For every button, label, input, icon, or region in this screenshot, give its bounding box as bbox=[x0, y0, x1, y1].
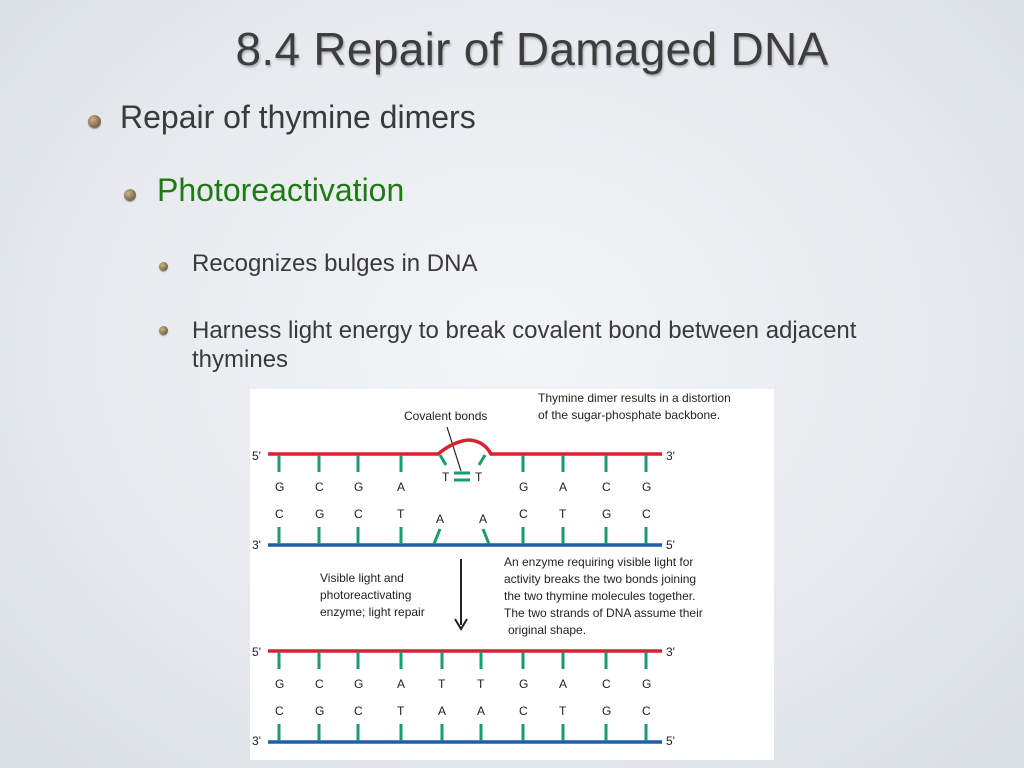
distortion-note-line2: of the sugar-phosphate backbone. bbox=[538, 408, 720, 422]
base-letter: G bbox=[275, 677, 284, 691]
bullet-level3-text: Recognizes bulges in DNA bbox=[192, 250, 478, 277]
base-letter: G bbox=[602, 507, 611, 521]
base-letter: G bbox=[602, 704, 611, 718]
base-letter: C bbox=[354, 704, 363, 718]
bullet-level1-text: Repair of thymine dimers bbox=[120, 99, 476, 135]
base-tick bbox=[477, 454, 487, 466]
base-letter: C bbox=[642, 704, 651, 718]
base-letter: A bbox=[397, 480, 405, 494]
base-letter: C bbox=[602, 480, 611, 494]
base-letter: T bbox=[438, 677, 446, 691]
bullet-level2-text: Photoreactivation bbox=[157, 172, 405, 208]
bullet-level1: Repair of thymine dimers bbox=[88, 99, 476, 136]
base-letter: C bbox=[315, 677, 324, 691]
base-letter: G bbox=[519, 480, 528, 494]
base-letter: C bbox=[602, 677, 611, 691]
bullet-level3-second: Harness light energy to break covalent b… bbox=[159, 316, 919, 374]
base-letter: G bbox=[275, 480, 284, 494]
bullet-dot-icon bbox=[159, 262, 168, 271]
base-letter: C bbox=[315, 480, 324, 494]
base-letter: A bbox=[438, 704, 446, 718]
base-letter: T bbox=[477, 677, 485, 691]
base-letter: T bbox=[559, 704, 567, 718]
base-letter: T bbox=[397, 704, 405, 718]
light-note-line3: enzyme; light repair bbox=[320, 605, 425, 619]
enzyme-note-line4: The two strands of DNA assume their bbox=[504, 606, 703, 620]
base-letter: C bbox=[275, 507, 284, 521]
enzyme-note-line1: An enzyme requiring visible light for bbox=[504, 555, 693, 569]
base-letter: G bbox=[315, 704, 324, 718]
before-base-ticks bbox=[277, 454, 648, 545]
base-tick bbox=[481, 528, 491, 545]
three-prime-label: 3' bbox=[252, 734, 261, 748]
slide-title: 8.4 Repair of Damaged DNA bbox=[235, 23, 829, 75]
five-prime-label: 5' bbox=[252, 645, 261, 659]
bullet-dot-icon bbox=[88, 115, 101, 128]
five-prime-label: 5' bbox=[666, 538, 675, 552]
bullet-level3-first: Recognizes bulges in DNA bbox=[159, 250, 477, 278]
covalent-bonds-pointer bbox=[446, 426, 462, 472]
base-letter: T bbox=[442, 470, 450, 484]
base-letter: C bbox=[519, 507, 528, 521]
three-prime-label: 3' bbox=[666, 449, 675, 463]
thymine-dimer-figure: Thymine dimer results in a distortion of… bbox=[250, 389, 774, 760]
base-letter: G bbox=[354, 480, 363, 494]
dna-repair-diagram: Thymine dimer results in a distortion of… bbox=[252, 391, 731, 748]
base-tick bbox=[432, 528, 442, 545]
base-letter: A bbox=[559, 480, 567, 494]
base-letter: A bbox=[559, 677, 567, 691]
base-letter: C bbox=[519, 704, 528, 718]
five-prime-label: 5' bbox=[666, 734, 675, 748]
bullet-dot-icon bbox=[159, 326, 168, 335]
bullet-level3-text: Harness light energy to break covalent b… bbox=[192, 317, 857, 373]
base-letter: G bbox=[315, 507, 324, 521]
three-prime-label: 3' bbox=[666, 645, 675, 659]
base-letter: A bbox=[397, 677, 405, 691]
light-note-line1: Visible light and bbox=[320, 571, 404, 585]
enzyme-note-line2: activity breaks the two bonds joining bbox=[504, 572, 696, 586]
five-prime-label: 5' bbox=[252, 449, 261, 463]
base-letter: G bbox=[642, 480, 651, 494]
base-letter: T bbox=[559, 507, 567, 521]
base-letter: G bbox=[354, 677, 363, 691]
light-note-line2: photoreactivating bbox=[320, 588, 411, 602]
bullet-dot-icon bbox=[124, 189, 136, 201]
enzyme-note-line3: the two thymine molecules together. bbox=[504, 589, 695, 603]
base-letter: C bbox=[354, 507, 363, 521]
base-letter: G bbox=[519, 677, 528, 691]
enzyme-note-line5: original shape. bbox=[508, 623, 586, 637]
base-letter: C bbox=[275, 704, 284, 718]
covalent-bonds-label: Covalent bonds bbox=[404, 409, 487, 423]
base-letter: G bbox=[642, 677, 651, 691]
top-strand-distorted bbox=[268, 438, 662, 456]
base-letter: A bbox=[477, 704, 485, 718]
bullet-level2: Photoreactivation bbox=[124, 172, 404, 209]
arrow-down-icon bbox=[454, 618, 468, 631]
base-letter: T bbox=[475, 470, 483, 484]
base-letter: A bbox=[479, 512, 487, 526]
three-prime-label: 3' bbox=[252, 538, 261, 552]
base-letter: T bbox=[397, 507, 405, 521]
base-letter: A bbox=[436, 512, 444, 526]
base-letter: C bbox=[642, 507, 651, 521]
distortion-note-line1: Thymine dimer results in a distortion bbox=[538, 391, 731, 405]
after-base-ticks bbox=[277, 652, 648, 741]
base-tick bbox=[438, 454, 448, 466]
